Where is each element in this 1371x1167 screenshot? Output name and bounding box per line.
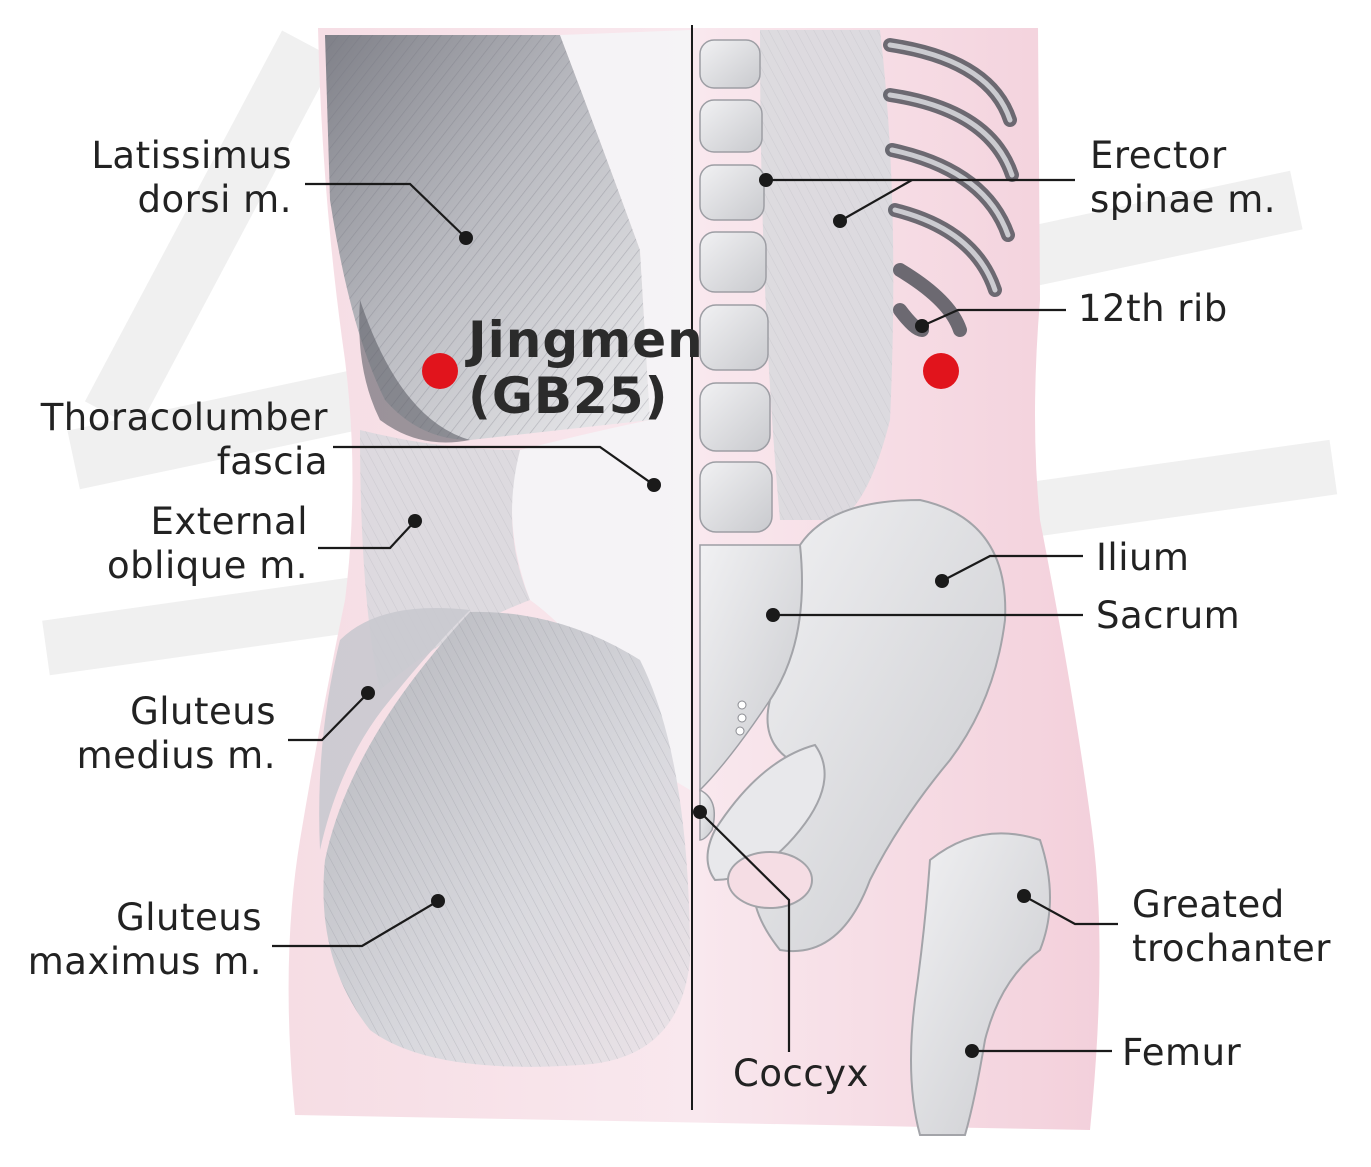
acupoint-name: Jingmen bbox=[468, 311, 704, 369]
label-external-oblique: External oblique m. bbox=[107, 500, 308, 587]
acupoint-marker-right bbox=[923, 353, 959, 389]
femur-bone bbox=[910, 832, 1051, 1136]
label-greater-trochanter: Greated trochanter bbox=[1132, 883, 1331, 970]
label-gluteus-maximus: Gluteus maximus m. bbox=[27, 896, 262, 983]
acupoint-title: Jingmen (GB25) bbox=[468, 312, 704, 424]
ilium-bone bbox=[752, 498, 1007, 953]
label-ilium: Ilium bbox=[1096, 536, 1190, 579]
leader-dots bbox=[361, 173, 1031, 1058]
label-latissimus-dorsi: Latissimus dorsi m. bbox=[91, 134, 292, 221]
label-gluteus-medius: Gluteus medius m. bbox=[76, 690, 276, 777]
acupoint-marker-left bbox=[422, 353, 458, 389]
label-coccyx: Coccyx bbox=[733, 1052, 869, 1095]
label-sacrum: Sacrum bbox=[1096, 594, 1241, 637]
label-12th-rib: 12th rib bbox=[1078, 287, 1228, 330]
label-femur: Femur bbox=[1122, 1031, 1242, 1074]
leader-lines bbox=[272, 178, 1118, 1053]
latissimus-fibers bbox=[325, 35, 650, 440]
vertebral-column bbox=[699, 39, 803, 841]
label-thoracolumbar-fascia: Thoracolumber fascia bbox=[40, 396, 328, 483]
coccyx-bone bbox=[699, 788, 715, 841]
acupoint-code: (GB25) bbox=[468, 367, 669, 425]
label-erector-spinae: Erector spinae m. bbox=[1090, 134, 1276, 221]
gluteus-medius-muscle bbox=[319, 608, 470, 850]
thoracolumbar-fascia bbox=[512, 30, 690, 790]
